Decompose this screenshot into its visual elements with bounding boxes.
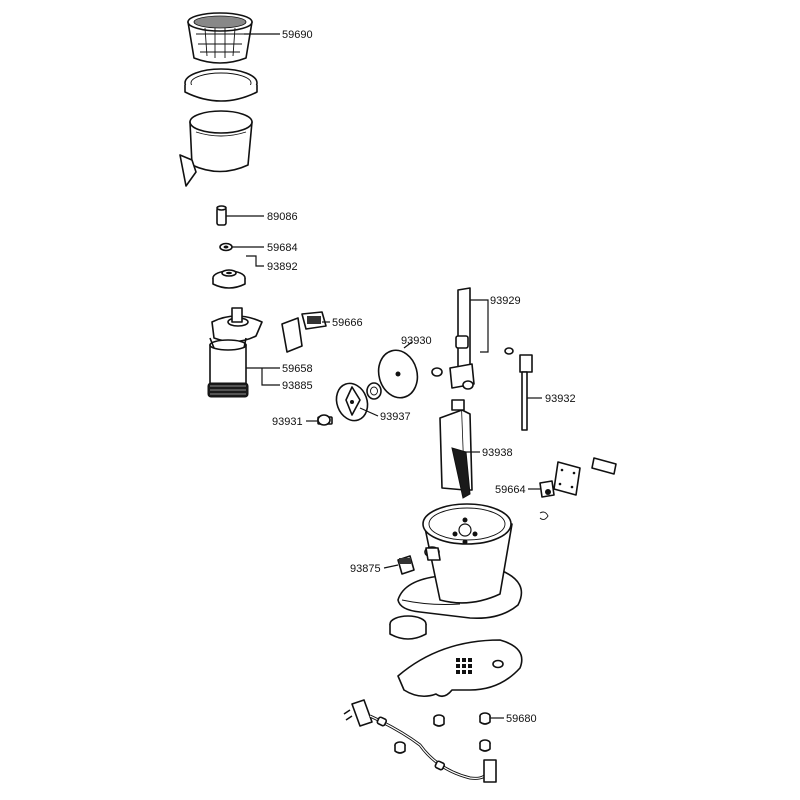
part-label-59664: 59664 xyxy=(495,484,526,496)
part-label-93930: 93930 xyxy=(401,335,432,347)
washer-drawing xyxy=(366,382,382,400)
part-label-93885: 93885 xyxy=(282,380,313,392)
part-label-59690: 59690 xyxy=(282,29,313,41)
foot-pad-drawing xyxy=(389,615,427,640)
bowl-drawing xyxy=(179,110,253,187)
part-label-59666: 59666 xyxy=(332,317,363,329)
leader-lines xyxy=(226,33,542,719)
part-label-93892: 93892 xyxy=(267,261,298,273)
ring-lid-drawing xyxy=(184,68,258,102)
part-label-93937: 93937 xyxy=(380,411,411,423)
screw-drawing xyxy=(317,414,333,426)
part-label-93932: 93932 xyxy=(545,393,576,405)
part-label-93931: 93931 xyxy=(272,416,303,428)
part-label-59680: 59680 xyxy=(506,713,537,725)
pin-drawing xyxy=(216,205,227,226)
part-label-93938: 93938 xyxy=(482,447,513,459)
part-label-59658: 59658 xyxy=(282,363,313,375)
part-label-59684: 59684 xyxy=(267,242,298,254)
disc-drawing xyxy=(377,349,419,399)
motor-drawing xyxy=(207,307,263,398)
nut-drawing xyxy=(219,242,233,252)
part-label-93875: 93875 xyxy=(350,563,381,575)
bracket-drawing xyxy=(431,287,475,390)
fan-drawing xyxy=(335,382,369,422)
guide-drawing xyxy=(439,399,473,499)
rod-drawing xyxy=(504,347,533,431)
filter-basket-drawing xyxy=(187,12,253,64)
part-label-89086: 89086 xyxy=(267,211,298,223)
part-label-93929: 93929 xyxy=(490,295,521,307)
main-housing-drawing xyxy=(397,503,523,620)
rocker-switch-drawing xyxy=(397,555,415,575)
sensor-plate-drawing xyxy=(539,457,617,521)
hub-drawing xyxy=(212,269,246,289)
bottom-cover-drawing xyxy=(397,639,523,698)
feet-drawing xyxy=(394,712,491,754)
part-number-labels: 59690 89086 59684 93892 59666 93930 9392… xyxy=(267,29,576,725)
power-cord-drawing xyxy=(343,699,497,783)
switch-drawing xyxy=(281,311,327,353)
